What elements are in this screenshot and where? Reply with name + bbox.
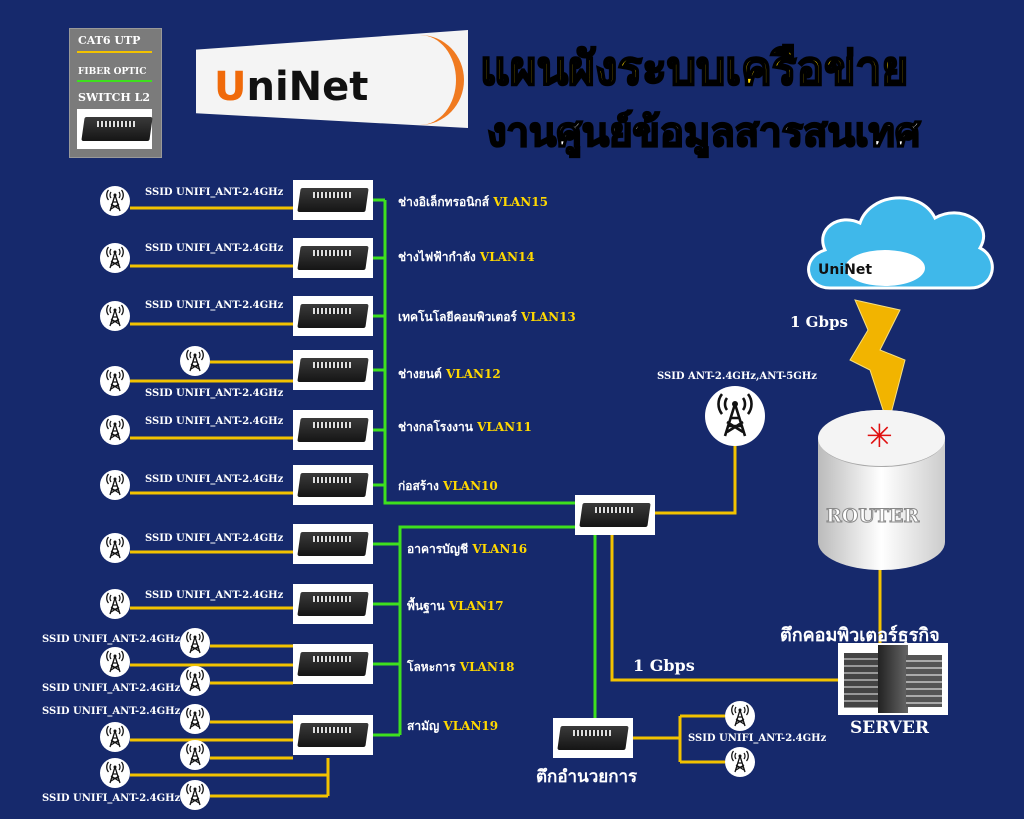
server-icon: [838, 643, 948, 715]
legend-fiber: FIBER OPTIC: [78, 67, 147, 77]
antenna-icon: [100, 758, 130, 788]
antenna-icon: [180, 704, 210, 734]
ssid-label: SSID UNIFI_ANT-2.4GHz: [42, 683, 181, 694]
core-switch: [575, 495, 655, 535]
antenna-icon: [100, 243, 130, 273]
title-line1: แผนผังระบบเครือข่าย: [479, 40, 909, 96]
building-label: ก่อสร้าง VLAN10: [398, 479, 498, 493]
switch-vlan12: [293, 350, 373, 390]
legend-switch: SWITCH L2: [78, 91, 150, 104]
antenna-icon: [100, 415, 130, 445]
core-antenna-icon: [705, 386, 765, 446]
building-label: ช่างอิเล็กทรอนิกส์ VLAN15: [398, 195, 548, 209]
antenna-icon: [100, 533, 130, 563]
router-arrows-icon: ✳: [866, 417, 893, 455]
antenna-icon: [180, 628, 210, 658]
ssid-label: SSID UNIFI_ANT-2.4GHz: [42, 793, 181, 804]
ssid-label: SSID UNIFI_ANT-2.4GHz: [145, 590, 284, 601]
switch-vlan17: [293, 584, 373, 624]
antenna-icon: [180, 666, 210, 696]
logo-swoosh: [376, 35, 464, 125]
building-label: พื้นฐาน VLAN17: [407, 599, 504, 613]
legend-cat6: CAT6 UTP: [78, 34, 141, 47]
fiber-lines: [373, 198, 597, 737]
building-label: ช่างยนต์ VLAN12: [398, 367, 501, 381]
switch-vlan11: [293, 410, 373, 450]
ssid-label: SSID UNIFI_ANT-2.4GHz: [145, 187, 284, 198]
server-building-label: ตึกคอมพิวเตอร์ธุรกิจ: [780, 625, 940, 646]
building-label: สามัญ VLAN19: [407, 719, 499, 733]
admin-switch: [553, 718, 633, 758]
admin-building-label: ตึกอำนวยการ: [536, 767, 638, 787]
legend-fiber-line: [77, 80, 152, 82]
ssid-label: SSID UNIFI_ANT-2.4GHz: [145, 300, 284, 311]
router-icon: ✳ ROUTER: [818, 410, 945, 570]
admin-ssid-label: SSID UNIFI_ANT-2.4GHz: [688, 733, 827, 744]
antenna-icon: [100, 589, 130, 619]
core-ssid-label: SSID ANT-2.4GHz,ANT-5GHz: [657, 371, 817, 382]
building-label: โลหะการ VLAN18: [407, 660, 515, 674]
cloud-label: UniNet: [818, 262, 873, 278]
legend: CAT6 UTP FIBER OPTIC SWITCH L2: [69, 28, 162, 158]
antenna-icon: [100, 470, 130, 500]
antenna-icon: [180, 346, 210, 376]
router-label: ROUTER: [825, 505, 920, 528]
uplink-speed: 1 Gbps: [790, 313, 848, 331]
legend-switch-icon: [77, 109, 153, 149]
building-label: อาคารบัญชี VLAN16: [407, 542, 528, 556]
legend-cat6-line: [77, 51, 152, 53]
building-label: เทคโนโลยีคอมพิวเตอร์ VLAN13: [398, 310, 576, 324]
switch-vlan13: [293, 296, 373, 336]
building-label: ช่างกลโรงงาน VLAN11: [398, 420, 532, 434]
antenna-icon: [100, 301, 130, 331]
ssid-label: SSID UNIFI_ANT-2.4GHz: [145, 416, 284, 427]
antenna-icon: [100, 366, 130, 396]
ssid-label: SSID UNIFI_ANT-2.4GHz: [42, 706, 181, 717]
server-link-speed: 1 Gbps: [633, 656, 695, 675]
antenna-icon: [100, 722, 130, 752]
title-line2: งานศูนย์ข้อมูลสารสนเทศ: [486, 109, 921, 157]
antenna-icon: [725, 701, 755, 731]
switch-vlan10: [293, 465, 373, 505]
antenna-icon: [180, 780, 210, 810]
switch-vlan18: [293, 644, 373, 684]
antenna-icon: [725, 747, 755, 777]
switch-vlan14: [293, 238, 373, 278]
ssid-label: SSID UNIFI_ANT-2.4GHz: [145, 533, 284, 544]
cloud-icon: [807, 196, 994, 290]
switch-vlan15: [293, 180, 373, 220]
building-label: ช่างไฟฟ้ากำลัง VLAN14: [398, 250, 535, 264]
logo-text: UniNet: [214, 64, 369, 110]
lightning-icon: [849, 299, 906, 427]
ssid-label: SSID UNIFI_ANT-2.4GHz: [145, 388, 284, 399]
switch-vlan19: [293, 715, 373, 755]
ssid-label: SSID UNIFI_ANT-2.4GHz: [145, 243, 284, 254]
antenna-icon: [100, 186, 130, 216]
server-label: SERVER: [850, 718, 930, 738]
ssid-label: SSID UNIFI_ANT-2.4GHz: [145, 474, 284, 485]
antenna-icon: [100, 647, 130, 677]
ssid-label: SSID UNIFI_ANT-2.4GHz: [42, 634, 181, 645]
antenna-icon: [180, 740, 210, 770]
switch-vlan16: [293, 524, 373, 564]
